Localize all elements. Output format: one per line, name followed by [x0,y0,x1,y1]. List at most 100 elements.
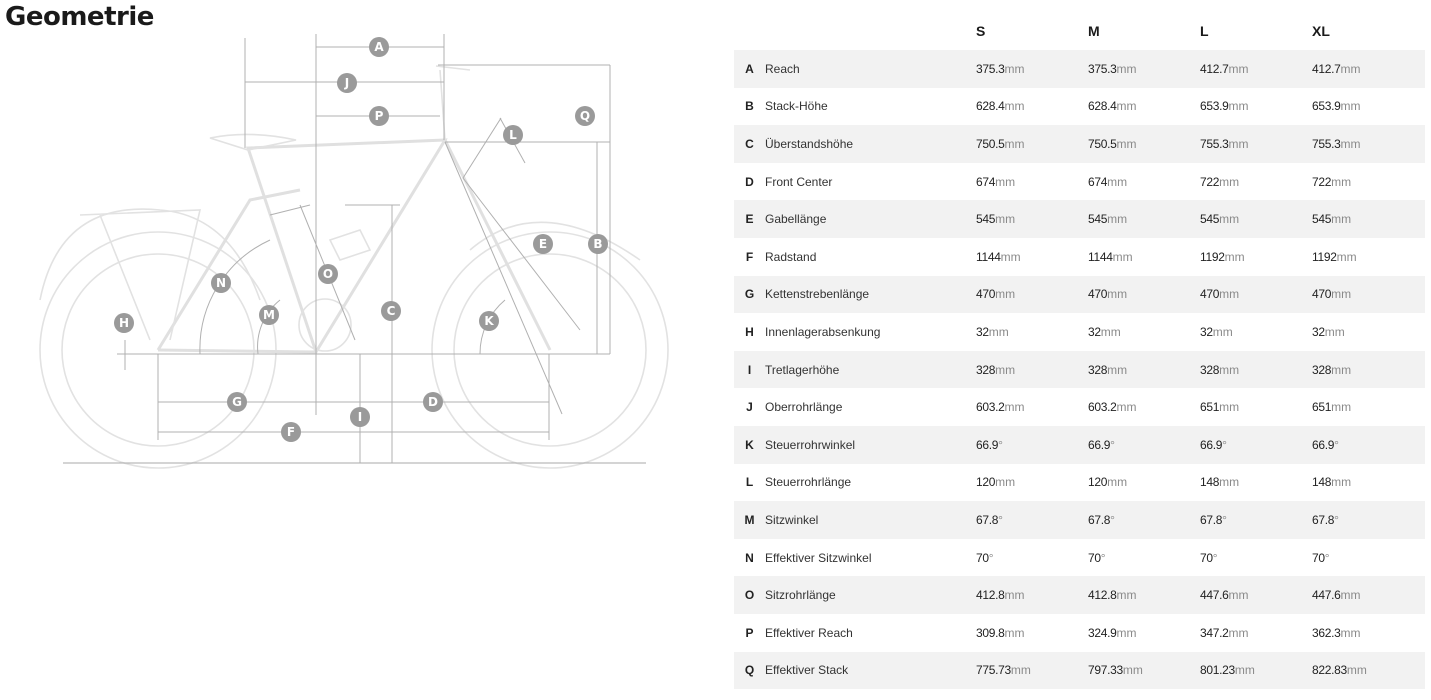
value-unit: mm [1324,324,1345,339]
value-number: 470 [976,287,996,302]
value-cell: 1144mm [976,250,1088,264]
value-number: 32 [1312,324,1325,339]
row-letter: F [745,249,754,264]
svg-text:F: F [287,425,295,439]
value-number: 628.4 [976,99,1005,114]
value-number: 70 [1200,550,1213,565]
value-cell: 545mm [1088,212,1200,226]
value-unit: mm [1116,99,1137,114]
value-unit: ° [1110,512,1115,527]
row-letter: A [745,61,754,76]
value-unit: mm [1228,99,1249,114]
row-label: Kettenstrebenlänge [765,287,870,302]
value-number: 750.5 [976,136,1005,151]
value-number: 651 [1312,400,1332,415]
value-number: 412.8 [976,588,1005,603]
value-unit: mm [1000,249,1021,264]
value-cell: 32mm [976,325,1088,339]
value-unit: mm [1010,663,1031,678]
svg-text:N: N [216,276,226,290]
badge-m: M [259,305,279,325]
value-unit: ° [1334,437,1339,452]
value-number: 722 [1312,174,1332,189]
value-number: 347.2 [1200,625,1229,640]
svg-text:J: J [344,76,349,90]
value-number: 1144 [976,249,1001,264]
badge-n: N [211,273,231,293]
size-header-xl: XL [1312,23,1330,39]
row-letter: J [746,400,753,415]
value-unit: mm [1004,588,1025,603]
measurement-lines [63,34,646,464]
value-cell: 603.2mm [976,400,1088,414]
value-unit: ° [1334,512,1339,527]
value-number: 750.5 [1088,136,1117,151]
value-unit: mm [1219,475,1240,490]
value-cell: 328mm [1200,363,1312,377]
value-cell: 362.3mm [1312,626,1424,640]
value-cell: 148mm [1200,475,1312,489]
value-number: 67.8 [1312,512,1335,527]
row-letter: B [745,99,754,114]
value-unit: ° [998,437,1003,452]
value-unit: mm [1116,588,1137,603]
value-cell: 797.33mm [1088,663,1200,677]
value-unit: ° [998,512,1003,527]
value-unit: mm [1107,212,1128,227]
svg-text:A: A [374,40,384,54]
value-number: 66.9 [1088,437,1111,452]
value-unit: mm [1112,249,1133,264]
row-label: Oberrohrlänge [765,400,843,415]
value-number: 328 [1088,362,1108,377]
size-header-m: M [1088,23,1100,39]
value-unit: mm [1107,475,1128,490]
value-number: 67.8 [1200,512,1223,527]
svg-text:M: M [263,308,275,322]
value-cell: 470mm [1312,287,1424,301]
value-number: 653.9 [1312,99,1341,114]
svg-text:Q: Q [580,109,590,123]
value-unit: mm [1340,625,1361,640]
value-number: 148 [1200,475,1220,490]
badge-g: G [227,392,247,412]
value-number: 545 [1088,212,1108,227]
value-unit: mm [1116,625,1137,640]
value-unit: mm [1340,588,1361,603]
value-number: 603.2 [1088,400,1117,415]
value-cell: 801.23mm [1200,663,1312,677]
value-unit: mm [995,362,1016,377]
value-cell: 447.6mm [1200,588,1312,602]
value-number: 70 [976,550,989,565]
value-cell: 755.3mm [1200,137,1312,151]
value-unit: mm [995,212,1016,227]
value-number: 470 [1200,287,1220,302]
svg-text:K: K [484,314,494,328]
value-unit: mm [1331,475,1352,490]
value-number: 674 [1088,174,1108,189]
value-number: 70 [1312,550,1325,565]
value-unit: ° [988,550,994,565]
row-label: Gabellänge [765,212,827,227]
value-number: 722 [1200,174,1220,189]
value-unit: mm [1107,287,1128,302]
row-label: Steuerrohrlänge [765,475,852,490]
value-unit: mm [1331,287,1352,302]
row-letter: L [745,475,754,490]
value-unit: mm [1116,136,1137,151]
value-unit: mm [1336,249,1357,264]
value-cell: 328mm [1312,363,1424,377]
value-number: 328 [976,362,996,377]
value-cell: 66.9° [1200,438,1312,452]
value-cell: 628.4mm [1088,99,1200,113]
badge-k: K [479,311,499,331]
value-unit: mm [1219,212,1240,227]
row-label: Front Center [765,174,833,189]
value-number: 412.7 [1200,61,1229,76]
